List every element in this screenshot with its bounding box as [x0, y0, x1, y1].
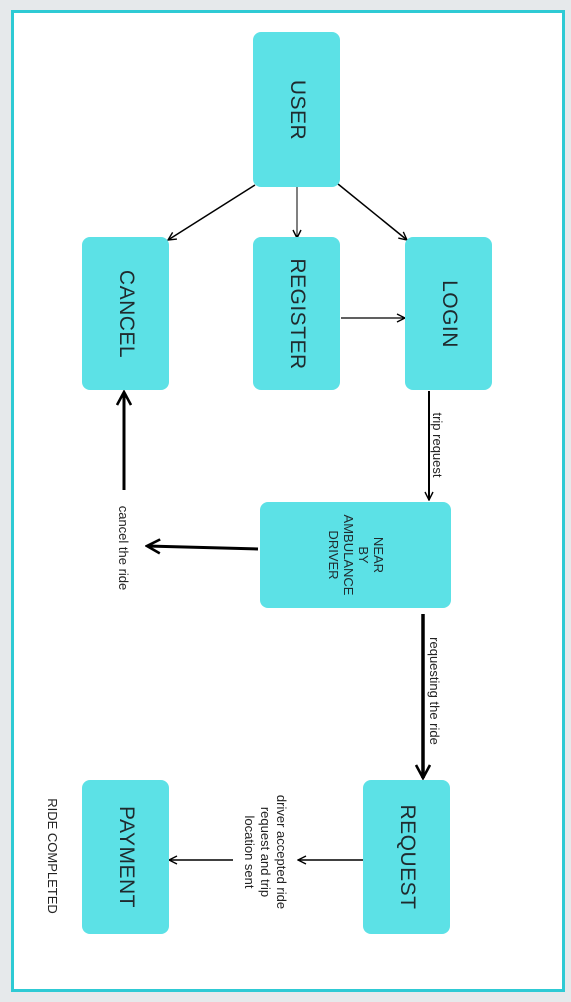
node-nearby-driver-label: NEAR BY AMBULANCE DRIVER — [325, 514, 386, 596]
node-payment: PAYMENT — [82, 780, 169, 934]
node-register-label: REGISTER — [285, 257, 309, 370]
node-cancel-label: CANCEL — [114, 269, 138, 358]
node-register: REGISTER — [253, 237, 340, 390]
node-user: USER — [253, 32, 340, 187]
edge-nearby-cancel-left — [147, 546, 259, 549]
edge-label-cancel-ride: cancel the ride — [116, 505, 131, 591]
edge-label-requesting-ride: requesting the ride — [427, 637, 442, 745]
edge-label-trip-request: trip request — [430, 412, 445, 478]
edge-user-login — [337, 183, 407, 240]
node-payment-label: PAYMENT — [114, 806, 138, 908]
annotation-ride-completed: RIDE COMPLETED — [45, 798, 60, 914]
node-login: LOGIN — [405, 237, 492, 390]
node-login-label: LOGIN — [437, 279, 461, 348]
node-cancel: CANCEL — [82, 237, 169, 390]
node-nearby-driver: NEAR BY AMBULANCE DRIVER — [260, 502, 451, 608]
node-request-label: REQUEST — [395, 804, 419, 910]
node-request: REQUEST — [363, 780, 450, 934]
edge-label-driver-accepted: driver accepted ride request and trip lo… — [242, 794, 289, 910]
node-user-label: USER — [285, 79, 309, 140]
edge-user-cancel — [168, 184, 256, 240]
